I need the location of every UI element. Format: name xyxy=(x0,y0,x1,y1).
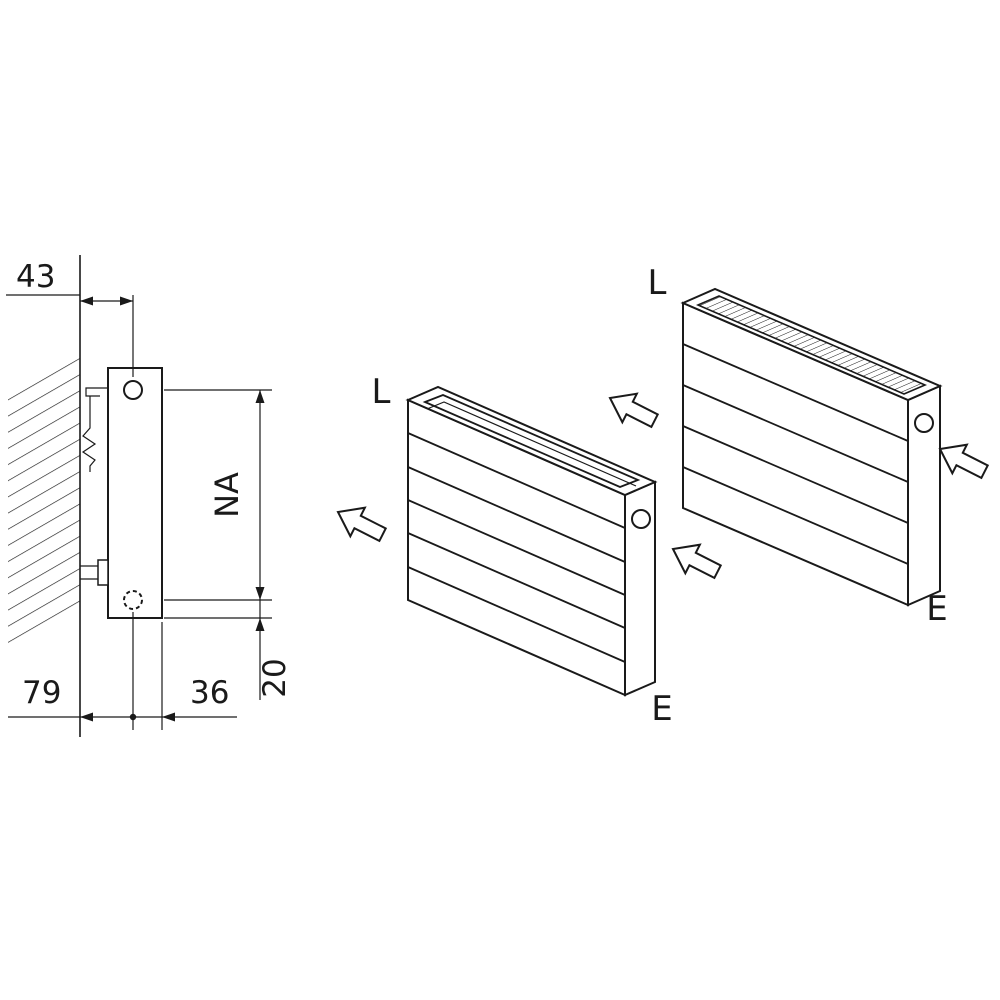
dim-arrow-right xyxy=(120,296,133,306)
dim-arrow-up-small xyxy=(255,618,265,631)
dim-arrow-79 xyxy=(80,712,93,722)
pipe-fitting-bottom xyxy=(80,559,109,586)
dim-arrow-left xyxy=(80,296,93,306)
dim-arrow-up xyxy=(255,390,265,403)
mounting-bracket-top xyxy=(81,387,108,472)
top-connection-circle xyxy=(123,380,143,400)
radiator-side-panel xyxy=(107,367,163,619)
length-label: L xyxy=(648,263,667,303)
top-grille xyxy=(695,295,928,395)
flow-arrow-icon xyxy=(671,543,723,580)
dim-20-label: 20 xyxy=(257,658,293,697)
front-slats xyxy=(407,432,626,663)
flow-arrow-icon xyxy=(336,506,388,543)
dim-arrow-down xyxy=(255,587,265,600)
end-connection-boss xyxy=(914,413,934,433)
dim-na-label: NA xyxy=(208,472,246,518)
dimension-bottom-chain: 79 36 xyxy=(8,612,237,730)
iso-radiator-back: L E xyxy=(608,263,990,629)
end-face xyxy=(907,384,941,607)
dim-chain-dot xyxy=(129,713,137,721)
flow-arrow-icon xyxy=(938,443,990,480)
wall-hatching xyxy=(8,357,80,651)
dim-arrow-36 xyxy=(162,712,175,722)
length-label: L xyxy=(372,372,391,412)
dimension-hub-distance: NA xyxy=(164,389,272,601)
dimension-wall-clearance: 43 xyxy=(6,259,134,377)
trough-inner-wall xyxy=(426,401,637,487)
end-label: E xyxy=(926,589,947,629)
side-view: 43 NA 20 79 36 xyxy=(6,255,293,737)
bottom-connection-circle xyxy=(123,590,143,610)
dim-79-label: 79 xyxy=(22,675,61,711)
flow-arrow-icon xyxy=(608,392,660,429)
end-connection-boss xyxy=(631,509,651,529)
front-slats xyxy=(682,343,909,565)
dim-43-label: 43 xyxy=(16,259,55,295)
dim-36-label: 36 xyxy=(190,675,229,711)
end-face xyxy=(624,480,656,697)
iso-radiator-front: L E xyxy=(336,372,723,729)
end-label: E xyxy=(651,689,672,729)
dimension-bottom-offset: 20 xyxy=(164,600,293,700)
